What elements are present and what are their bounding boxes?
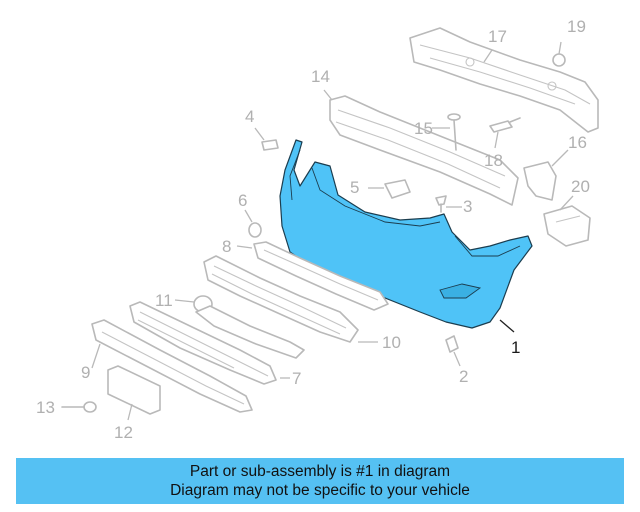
callout-15: 15 — [414, 119, 433, 138]
callout-16: 16 — [568, 133, 587, 152]
callout-8: 8 — [222, 237, 231, 256]
part-7-grille[interactable] — [129, 301, 277, 385]
part-6-ring[interactable] — [248, 222, 262, 238]
callout-17: 17 — [488, 27, 507, 46]
part-14-absorber[interactable] — [329, 95, 519, 206]
callout-12: 12 — [114, 423, 133, 442]
part-10-bezel[interactable] — [195, 305, 305, 359]
part-3-screw[interactable] — [435, 195, 447, 213]
part-5-retainer[interactable] — [384, 179, 411, 199]
callout-18: 18 — [484, 151, 503, 170]
callout-20: 20 — [571, 177, 590, 196]
callout-2: 2 — [459, 367, 468, 386]
banner-line-2: Diagram may not be specific to your vehi… — [170, 482, 470, 499]
part-20-bracket[interactable] — [543, 205, 591, 247]
callout-11: 11 — [155, 291, 173, 310]
callout-1: 1 — [511, 338, 520, 357]
callout-9: 9 — [81, 363, 90, 382]
part-12-plate-bracket[interactable] — [107, 365, 161, 415]
part-2-fastener[interactable] — [445, 335, 459, 353]
part-4-clip[interactable] — [261, 139, 279, 151]
part-9-trim[interactable] — [91, 319, 253, 413]
callout-4: 4 — [245, 107, 254, 126]
part-15-bolt[interactable] — [447, 113, 461, 151]
info-banner: Part or sub-assembly is #1 in diagram Di… — [16, 458, 624, 504]
part-lower-grille[interactable] — [203, 255, 359, 343]
callout-3: 3 — [463, 197, 472, 216]
callout-13: 13 — [36, 398, 55, 417]
callout-6: 6 — [238, 191, 247, 210]
part-16-bracket[interactable] — [523, 161, 557, 201]
parts-diagram: 19 17 14 15 18 16 20 4 5 3 6 8 11 10 7 9… — [36, 17, 599, 442]
part-17-bracket[interactable] — [409, 27, 599, 133]
callout-7: 7 — [292, 369, 301, 388]
part-13-screw[interactable] — [61, 401, 97, 413]
callout-10: 10 — [382, 333, 401, 352]
part-18-screw[interactable] — [489, 117, 521, 133]
callout-19: 19 — [567, 17, 586, 36]
callout-14: 14 — [311, 67, 330, 86]
banner-line-1: Part or sub-assembly is #1 in diagram — [189, 463, 451, 480]
part-8-trim[interactable] — [253, 241, 389, 311]
callout-5: 5 — [350, 178, 359, 197]
part-19-clip[interactable] — [552, 53, 566, 67]
